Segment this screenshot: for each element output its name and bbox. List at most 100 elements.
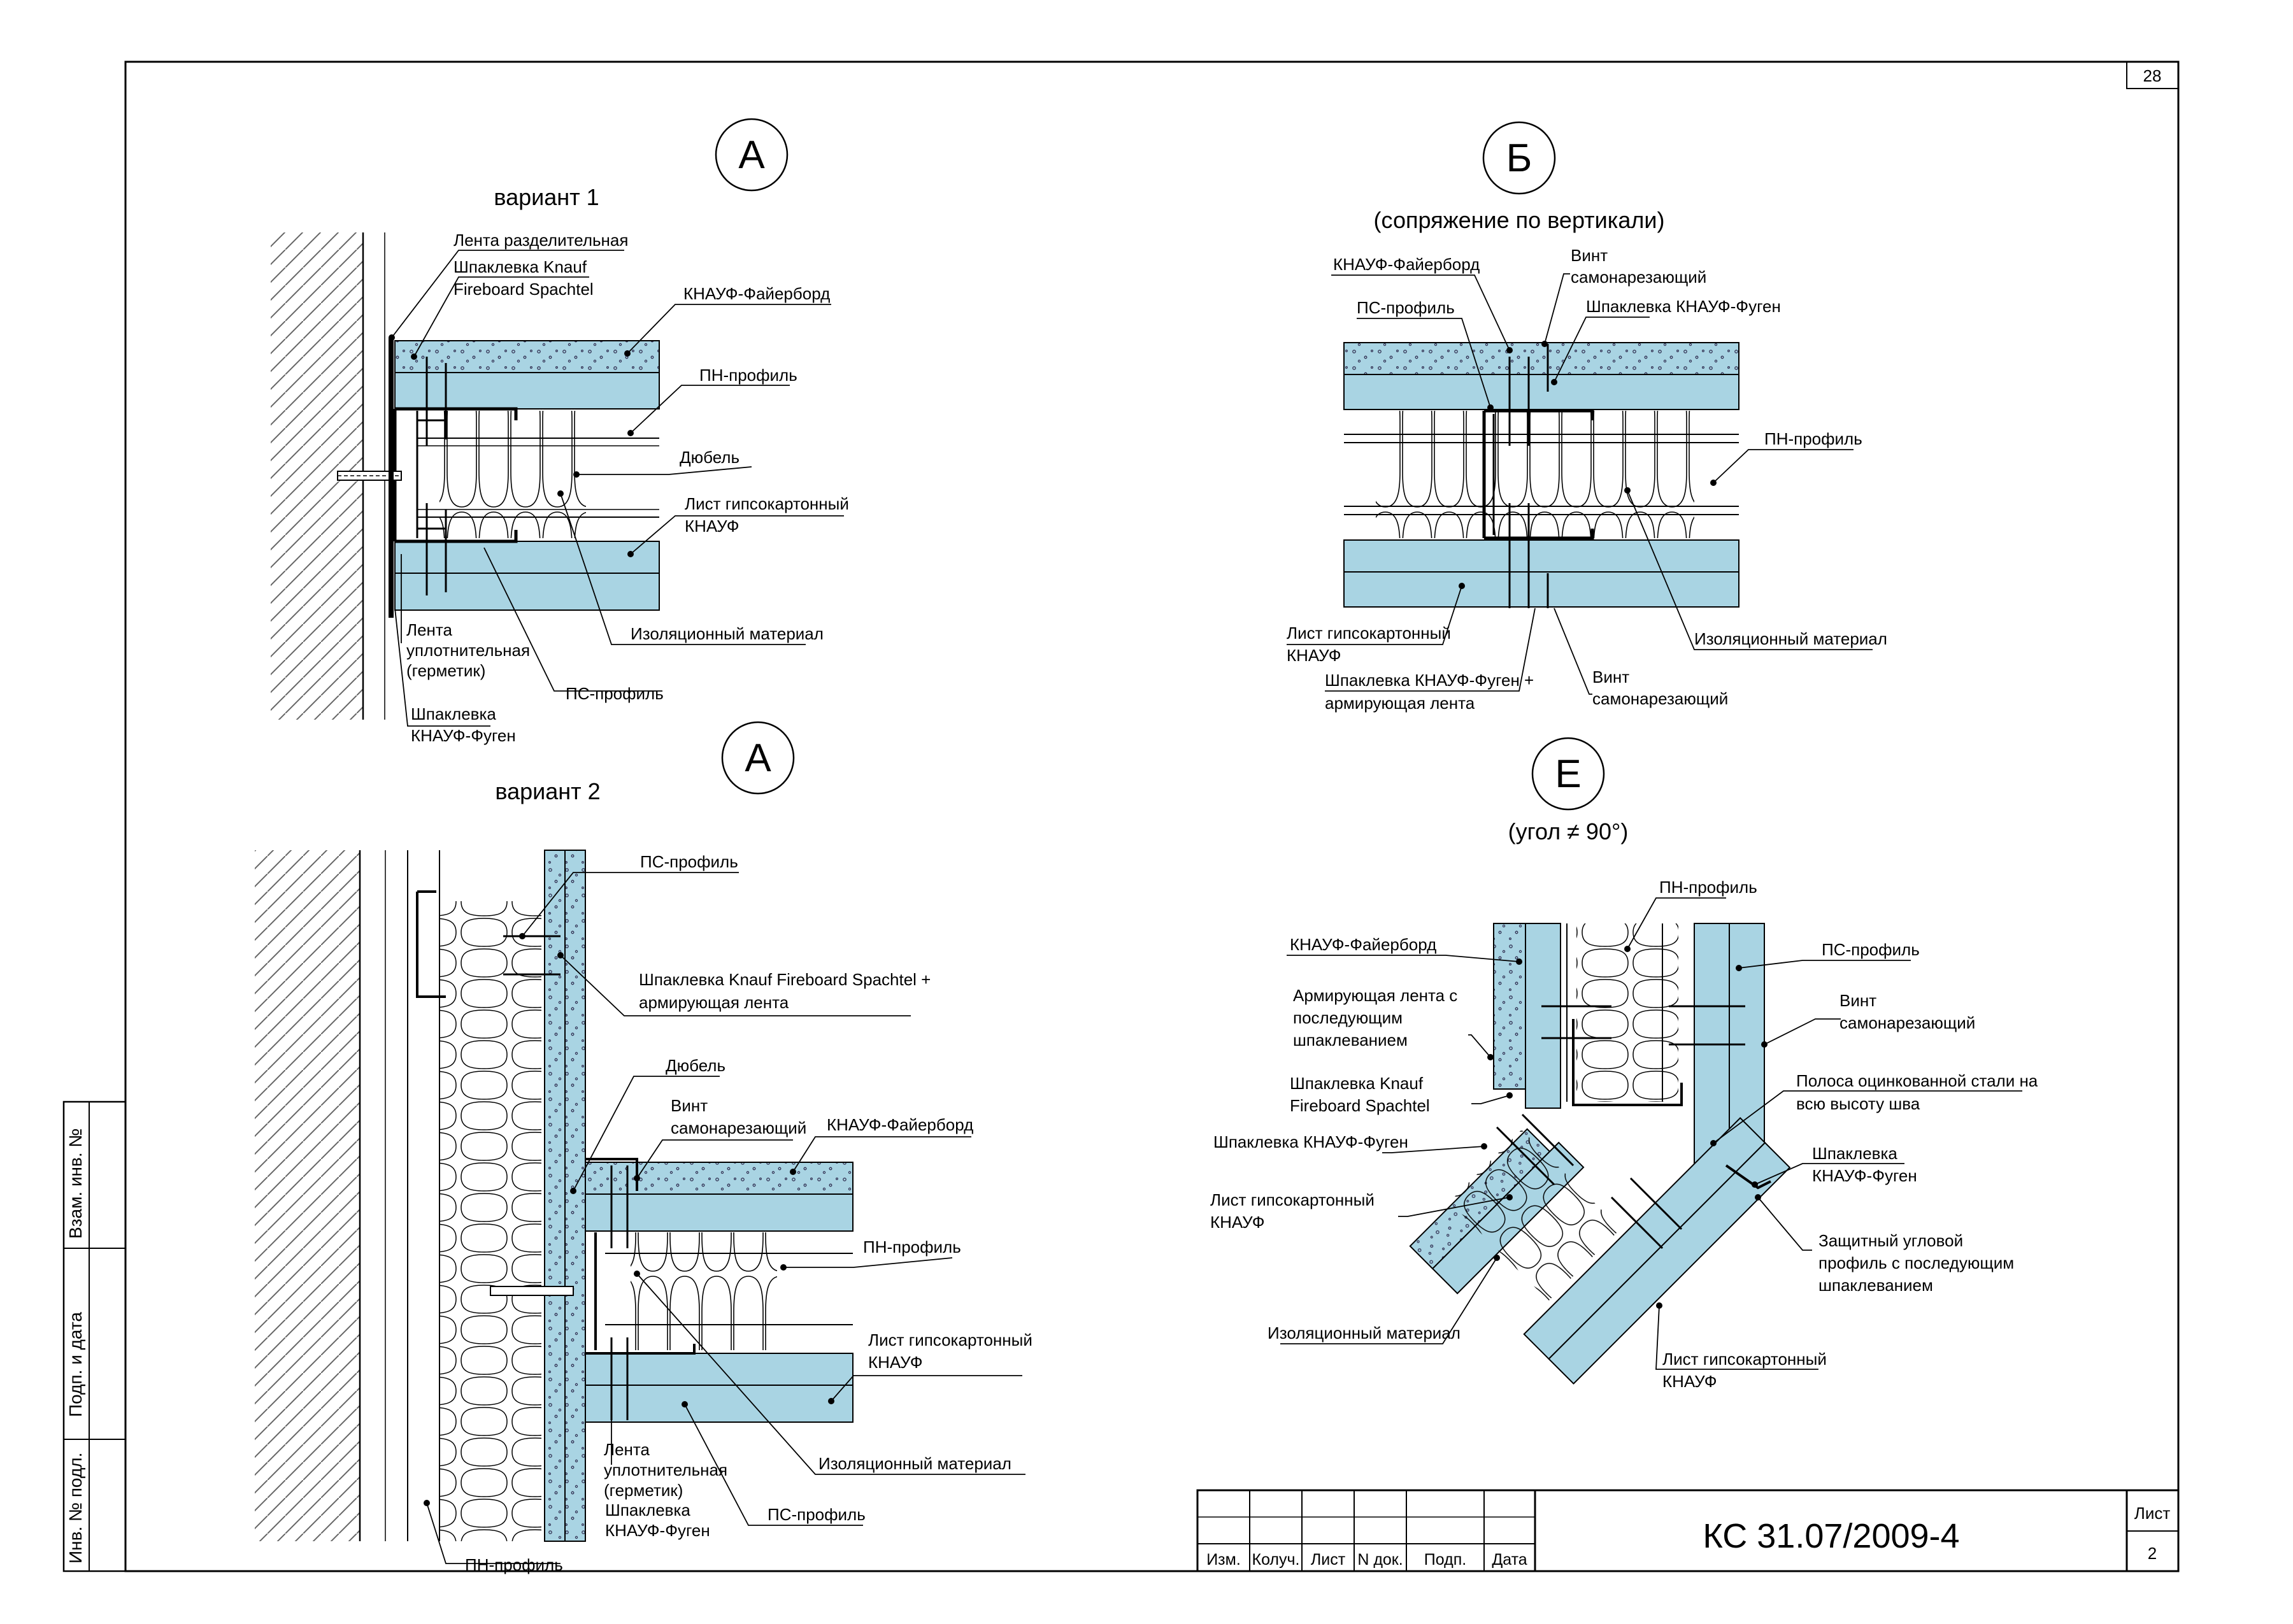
detail-e-subtitle: (угол ≠ 90°) xyxy=(1508,818,1629,844)
a1-label-lenta-upl: Лента xyxy=(406,620,452,639)
b-insulation xyxy=(1376,411,1694,538)
a1-label-lenta-razd: Лента разделительная xyxy=(454,231,628,250)
e-label-vint: Винт xyxy=(1839,991,1876,1010)
a2-label-fugen: Шпаклевка xyxy=(605,1500,690,1520)
a1-label-fugen-2: КНАУФ-Фуген xyxy=(411,726,516,745)
e-label-zasch: Защитный угловой xyxy=(1818,1231,1963,1250)
side-cell-vzam: Взам. инв. № xyxy=(66,1129,85,1239)
e-label-fugen2-2: КНАУФ-Фуген xyxy=(1812,1166,1917,1185)
e-label-zasch-3: шпаклеванием xyxy=(1818,1276,1933,1295)
a1-label-dubel: Дюбель xyxy=(680,448,739,467)
detail-b-mark: Б xyxy=(1506,136,1532,180)
a2-label-vint: Винт xyxy=(671,1096,708,1115)
a1-label-gkl-2: КНАУФ xyxy=(685,516,739,536)
b-label-ps: ПС-профиль xyxy=(1357,298,1455,317)
side-cell-podp: Подп. и дата xyxy=(66,1312,85,1417)
a2-label-pn-bottom: ПН-профиль xyxy=(465,1555,563,1574)
b-label-fugen-lenta: Шпаклевка КНАУФ-Фуген + xyxy=(1325,671,1534,690)
b-label-fireboard: КНАУФ-Файерборд xyxy=(1333,255,1480,274)
a2-label-spachtel: Шпаклевка Knauf Fireboard Spachtel + xyxy=(639,970,931,989)
e-label-gkl-b-2: КНАУФ xyxy=(1662,1372,1717,1391)
a2-label-fireboard: КНАУФ-Файерборд xyxy=(827,1115,973,1134)
e-label-zasch-2: профиль с последующим xyxy=(1818,1253,2014,1272)
stamp-col-list: Лист xyxy=(1311,1551,1346,1569)
e-label-spachtel: Шпаклевка Knauf xyxy=(1290,1074,1424,1093)
b-label-izol: Изоляционный материал xyxy=(1694,629,1887,648)
e-label-spachtel-2: Fireboard Spachtel xyxy=(1290,1096,1430,1115)
stamp-col-ndok: N док. xyxy=(1357,1551,1403,1569)
a1-label-gkl: Лист гипсокартонный xyxy=(685,494,849,513)
a2-label-dubel: Дюбель xyxy=(666,1056,725,1075)
e-label-vint-2: самонарезающий xyxy=(1839,1013,1975,1032)
e-label-polosa: Полоса оцинкованной стали на xyxy=(1796,1071,2038,1090)
detail-a1-subtitle: вариант 1 xyxy=(494,184,599,210)
list-label: Лист xyxy=(2134,1504,2171,1523)
b-label-vint-b-2: самонарезающий xyxy=(1592,689,1728,708)
e-label-arm-3: шпаклеванием xyxy=(1293,1030,1408,1050)
masonry-wall-2 xyxy=(255,850,360,1541)
stamp-col-koluch: Колуч. xyxy=(1252,1551,1300,1569)
a1-label-lenta-upl-2: уплотнительная xyxy=(406,641,530,660)
a1-label-fugen: Шпаклевка xyxy=(411,704,496,723)
e-label-pn: ПН-профиль xyxy=(1659,878,1757,897)
document-code: КС 31.07/2009-4 xyxy=(1703,1517,1959,1555)
a1-label-pn: ПН-профиль xyxy=(699,366,797,385)
a1-label-fireboard: КНАУФ-Файерборд xyxy=(683,284,830,303)
b-label-pn: ПН-профиль xyxy=(1764,429,1862,448)
a1-label-shpakl-knauf: Шпаклевка Knauf xyxy=(454,257,587,276)
detail-a2-subtitle: вариант 2 xyxy=(495,778,600,804)
detail-a2-mark: А xyxy=(745,736,771,780)
e-label-arm-2: последующим xyxy=(1293,1008,1403,1027)
detail-b: Б (сопряжение по вертикали) xyxy=(1287,121,1887,713)
side-stamp: Взам. инв. № Подп. и дата Инв. № подл. xyxy=(62,1100,127,1572)
b-label-gkl: Лист гипсокартонный xyxy=(1287,623,1451,643)
page-corner-number: 28 xyxy=(2143,66,2162,85)
a2-label-fugen-2: КНАУФ-Фуген xyxy=(605,1521,710,1540)
b-label-gkl-2: КНАУФ xyxy=(1287,646,1341,665)
a1-label-ps: ПС-профиль xyxy=(566,684,664,703)
insulation xyxy=(439,411,586,538)
e-label-izol: Изоляционный материал xyxy=(1268,1323,1461,1343)
e-label-polosa-2: всю высоту шва xyxy=(1796,1094,1920,1113)
insulation-vertical xyxy=(439,901,541,1541)
b-label-vint: Винт xyxy=(1571,246,1608,265)
a2-label-ps-top: ПС-профиль xyxy=(640,852,738,871)
detail-e: Е (угол ≠ 90°) xyxy=(1210,737,2038,1391)
e-label-fugen2: Шпаклевка xyxy=(1812,1144,1897,1163)
detail-a1: А вариант 1 xyxy=(271,118,849,745)
detail-b-subtitle: (сопряжение по вертикали) xyxy=(1374,207,1665,233)
e-label-gkl-2: КНАУФ xyxy=(1210,1213,1265,1232)
e-label-gkl: Лист гипсокартонный xyxy=(1210,1190,1375,1209)
a2-label-izol: Изоляционный материал xyxy=(818,1454,1011,1473)
e-label-arm: Армирующая лента с xyxy=(1293,986,1457,1005)
e-label-fugen: Шпаклевка КНАУФ-Фуген xyxy=(1213,1132,1408,1151)
a2-label-pn: ПН-профиль xyxy=(863,1237,961,1257)
fireboard-sheet xyxy=(394,340,660,373)
detail-a1-mark: А xyxy=(738,133,765,177)
e-label-gkl-b: Лист гипсокартонный xyxy=(1662,1350,1827,1369)
e-label-fireboard: КНАУФ-Файерборд xyxy=(1290,935,1436,954)
a2-label-spachtel-2: армирующая лента xyxy=(639,993,789,1012)
b-label-fugen: Шпаклевка КНАУФ-Фуген xyxy=(1586,297,1781,316)
a2-label-gkl-2: КНАУФ xyxy=(868,1353,923,1372)
side-cell-inv: Инв. № подл. xyxy=(66,1453,85,1563)
stamp-col-podp: Подп. xyxy=(1424,1551,1466,1569)
a2-label-gkl: Лист гипсокартонный xyxy=(868,1330,1032,1350)
a2-label-lenta-3: (герметик) xyxy=(604,1481,683,1500)
a2-label-lenta-2: уплотнительная xyxy=(604,1460,727,1479)
a2-label-vint-2: самонарезающий xyxy=(671,1118,806,1137)
stamp-col-izm: Изм. xyxy=(1206,1551,1241,1569)
list-number: 2 xyxy=(2148,1544,2157,1563)
title-block: Изм. Колуч. Лист N док. Подп. Дата КС 31… xyxy=(1196,1489,2180,1572)
b-label-vint-2: самонарезающий xyxy=(1571,267,1706,287)
stamp-col-data: Дата xyxy=(1492,1551,1527,1569)
e-label-ps: ПС-профиль xyxy=(1822,940,1920,959)
a2-label-lenta: Лента xyxy=(604,1440,650,1459)
a1-label-izol: Изоляционный материал xyxy=(631,624,824,643)
b-label-fugen-lenta-2: армирующая лента xyxy=(1325,694,1475,713)
detail-a2: А вариант 2 xyxy=(255,721,1032,1574)
a2-label-ps-bottom: ПС-профиль xyxy=(768,1505,866,1524)
detail-e-mark: Е xyxy=(1555,752,1581,796)
sheet-frame: 28 xyxy=(124,61,2180,1572)
